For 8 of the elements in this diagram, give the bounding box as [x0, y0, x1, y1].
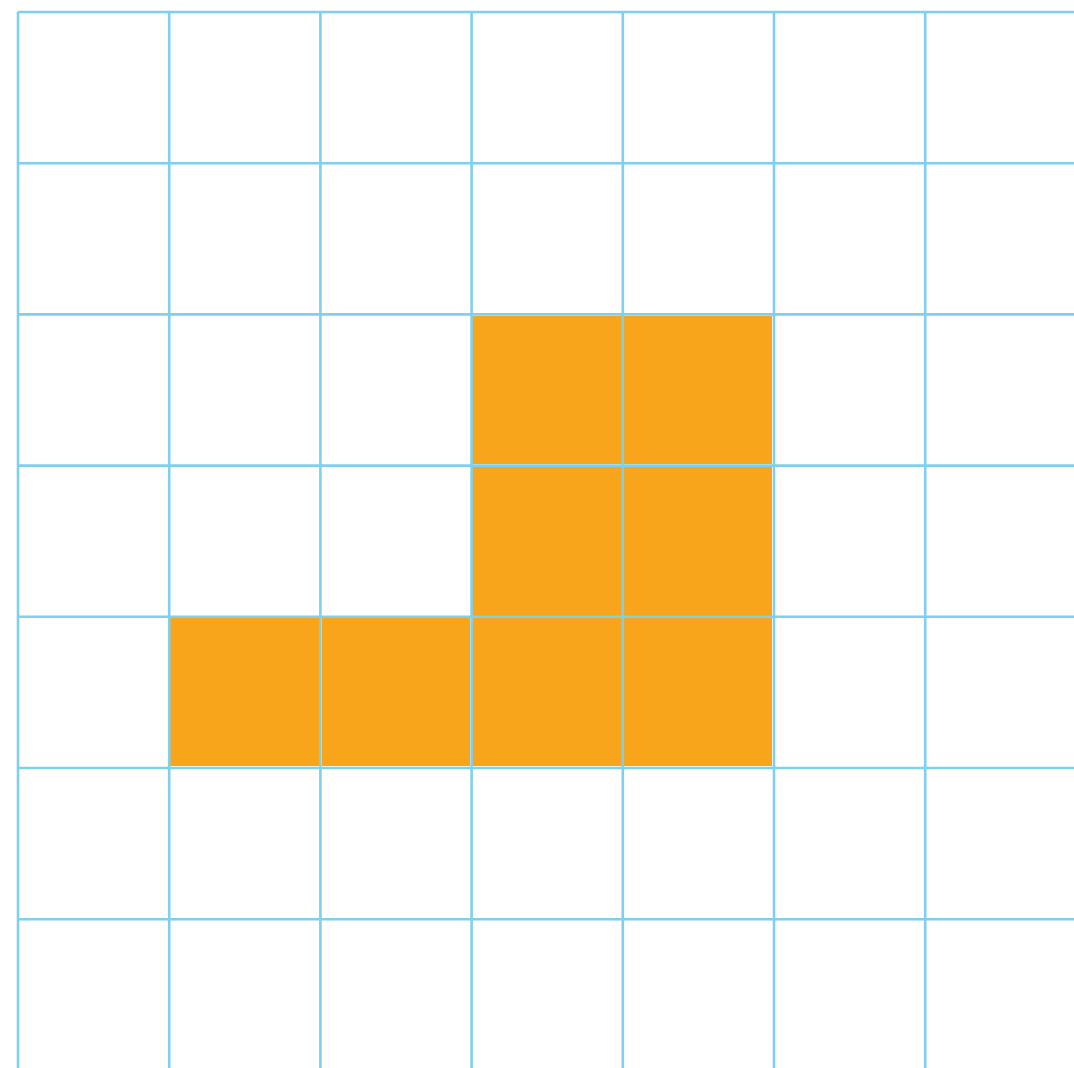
filled-square	[472, 617, 622, 767]
filled-square	[472, 466, 622, 616]
filled-square	[170, 617, 320, 767]
filled-square	[623, 466, 773, 616]
filled-square	[321, 617, 471, 767]
filled-square	[472, 315, 622, 465]
filled-square	[623, 315, 773, 465]
filled-square	[623, 617, 773, 767]
